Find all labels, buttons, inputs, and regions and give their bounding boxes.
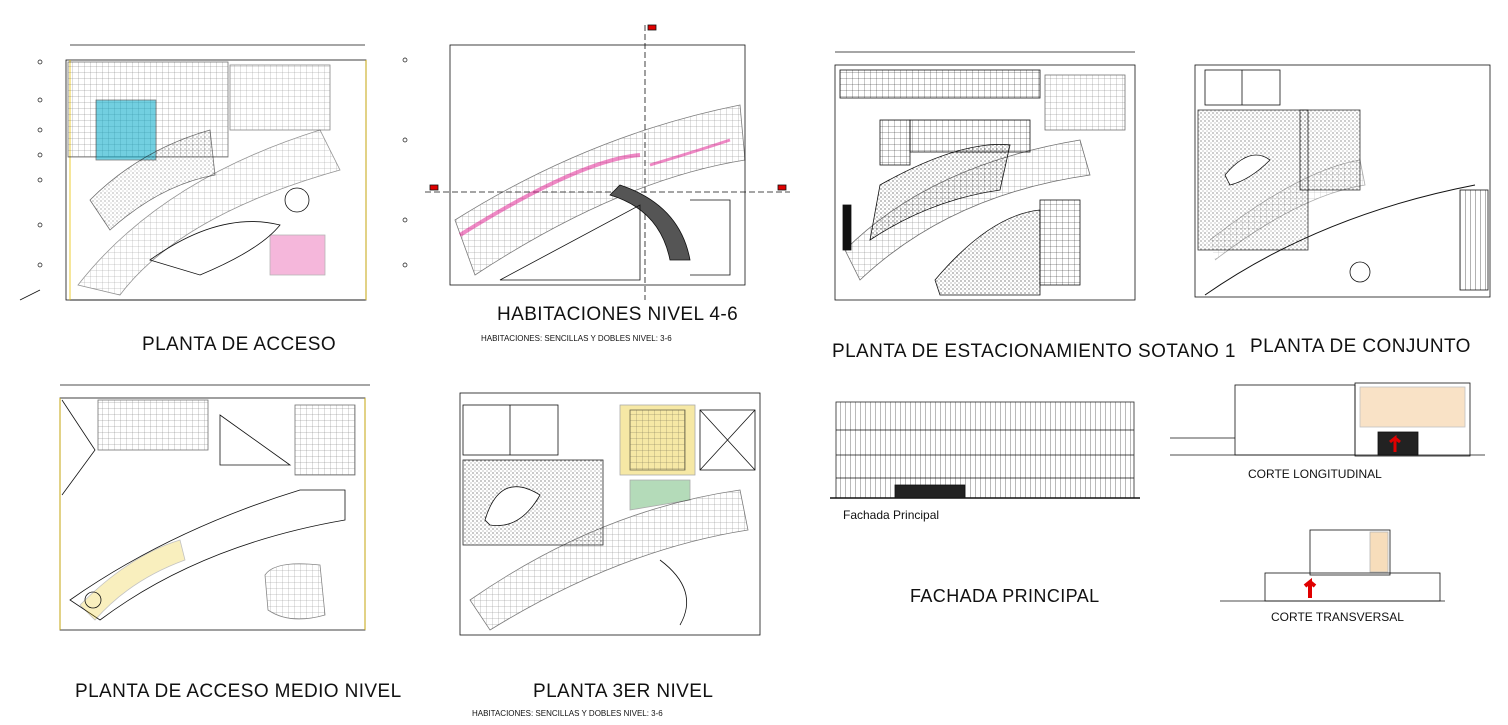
- subtitle-tercer-nivel: HABITACIONES: SENCILLAS Y DOBLES NIVEL: …: [472, 709, 663, 718]
- title-acceso-medio: PLANTA DE ACCESO MEDIO NIVEL: [75, 681, 402, 702]
- label-fachada-principal-small: Fachada Principal: [843, 508, 940, 522]
- label-corte-longitudinal: CORTE LONGITUDINAL: [1248, 467, 1382, 481]
- dimension-marks-acceso: [37, 57, 408, 268]
- elevation-fachada: [830, 401, 1140, 499]
- title-tercer-nivel: PLANTA 3ER NIVEL: [533, 681, 714, 702]
- plan-acceso-medio: [59, 384, 370, 631]
- subtitle-habitaciones: HABITACIONES: SENCILLAS Y DOBLES NIVEL: …: [481, 334, 672, 343]
- title-fachada-principal: FACHADA PRINCIPAL: [910, 586, 1100, 606]
- title-planta-acceso: PLANTA DE ACCESO: [142, 334, 336, 355]
- title-conjunto: PLANTA DE CONJUNTO: [1250, 336, 1471, 357]
- section-longitudinal: [1170, 382, 1485, 457]
- label-corte-transversal: CORTE TRANSVERSAL: [1271, 610, 1404, 624]
- plan-conjunto: [1194, 64, 1491, 298]
- plan-estacionamiento: [834, 51, 1136, 301]
- title-habitaciones: HABITACIONES NIVEL 4-6: [497, 304, 739, 325]
- section-transversal: [1220, 529, 1445, 602]
- plan-tercer-nivel: [459, 392, 761, 636]
- plan-habitaciones: [425, 24, 790, 300]
- plan-planta-acceso: [19, 44, 367, 301]
- title-estacionamiento: PLANTA DE ESTACIONAMIENTO SOTANO 1: [832, 341, 1236, 362]
